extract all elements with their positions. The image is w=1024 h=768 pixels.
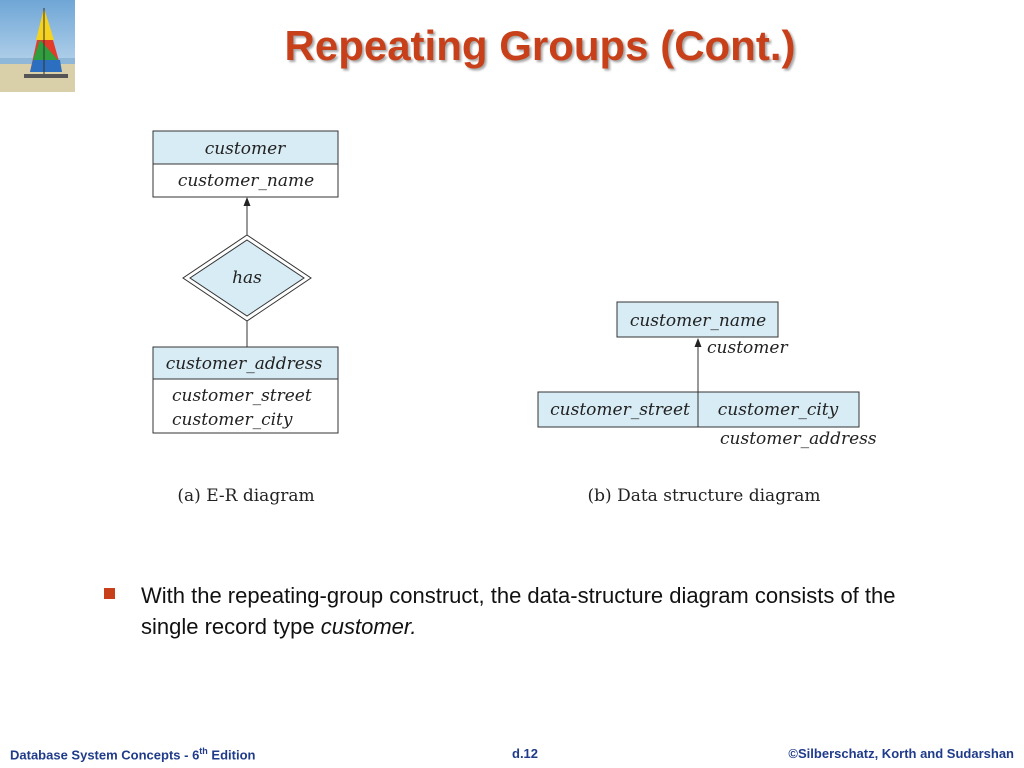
entity-address-name: customer_address (166, 354, 323, 374)
er-arrowhead (243, 197, 251, 206)
footer-book-title: Database System Concepts - 6th Edition (10, 746, 255, 762)
entity-customer-body (152, 163, 339, 198)
record-customer-box (616, 301, 779, 338)
entity-customer-name: customer (205, 139, 286, 159)
footer-book-title-sup: th (199, 746, 208, 756)
er-diagram: customer customer_name has customer_addr… (152, 130, 339, 506)
record-address-field-street: customer_street (550, 400, 690, 420)
bullet-point: With the repeating-group construct, the … (104, 580, 904, 642)
data-structure-diagram: customer_name customer customer_street c… (537, 301, 877, 506)
er-caption: (a) E-R diagram (177, 486, 314, 506)
sailboat-logo-icon (0, 0, 75, 92)
ds-arrowhead (694, 338, 702, 347)
bullet-text: With the repeating-group construct, the … (141, 580, 904, 642)
entity-address-header (152, 346, 339, 380)
bullet-text-emphasis: customer. (320, 614, 417, 639)
entity-customer-header (152, 130, 339, 165)
record-address-field-city: customer_city (718, 400, 839, 420)
slide-footer: Database System Concepts - 6th Edition d… (0, 742, 1024, 766)
record-customer-label: customer (707, 338, 788, 358)
entity-address-attr-street: customer_street (172, 386, 312, 406)
record-address-label: customer_address (720, 429, 877, 449)
bullet-text-main: With the repeating-group construct, the … (141, 583, 896, 639)
footer-copyright: ©Silberschatz, Korth and Sudarshan (788, 746, 1014, 761)
relationship-label: has (232, 268, 262, 288)
footer-book-title-text: Database System Concepts - 6 (10, 747, 200, 763)
entity-address-attr-city: customer_city (172, 410, 293, 430)
relationship-diamond-inner (189, 239, 305, 317)
footer-slide-number: d.12 (512, 746, 539, 761)
slide-title: Repeating Groups (Cont.) (284, 22, 796, 69)
footer-book-title-suffix: Edition (207, 747, 256, 763)
ds-caption: (b) Data structure diagram (588, 486, 821, 506)
entity-address-body (152, 378, 339, 434)
record-customer-field: customer_name (630, 311, 766, 331)
entity-customer-attr: customer_name (178, 171, 314, 191)
bullet-square-icon (104, 588, 115, 599)
